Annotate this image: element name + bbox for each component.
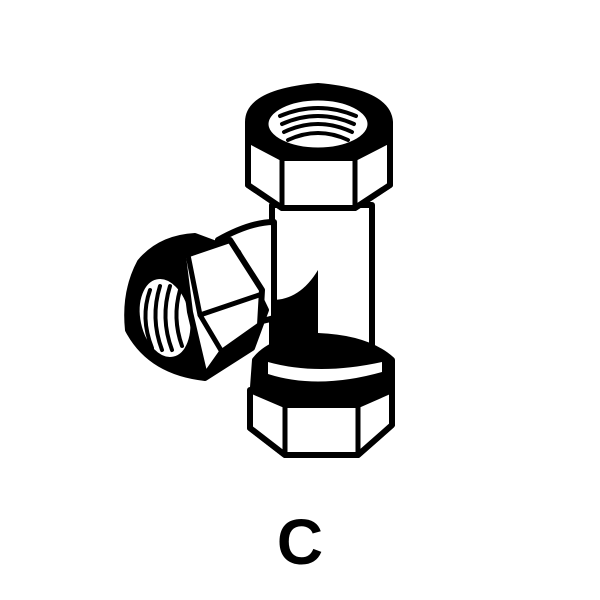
bottom-nut (247, 333, 395, 458)
branch-shading (272, 270, 318, 345)
top-nut (245, 83, 393, 211)
side-nut (124, 233, 269, 381)
figure-caption: C (276, 506, 324, 578)
